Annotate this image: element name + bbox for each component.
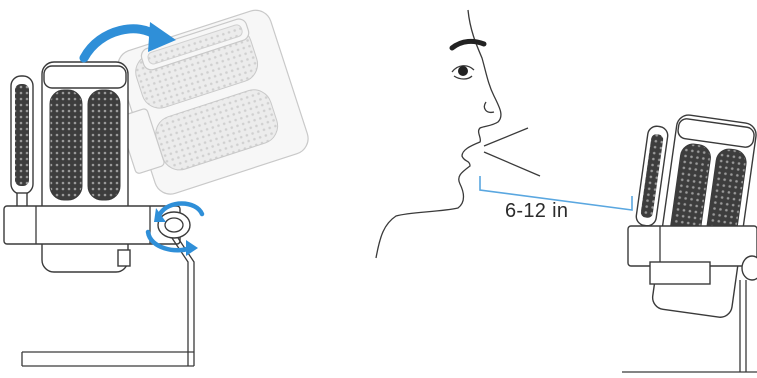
face-profile — [376, 10, 501, 258]
microphone-right — [622, 114, 757, 372]
sound-wave-lines — [484, 128, 540, 176]
distance-label: 6-12 in — [505, 200, 568, 223]
